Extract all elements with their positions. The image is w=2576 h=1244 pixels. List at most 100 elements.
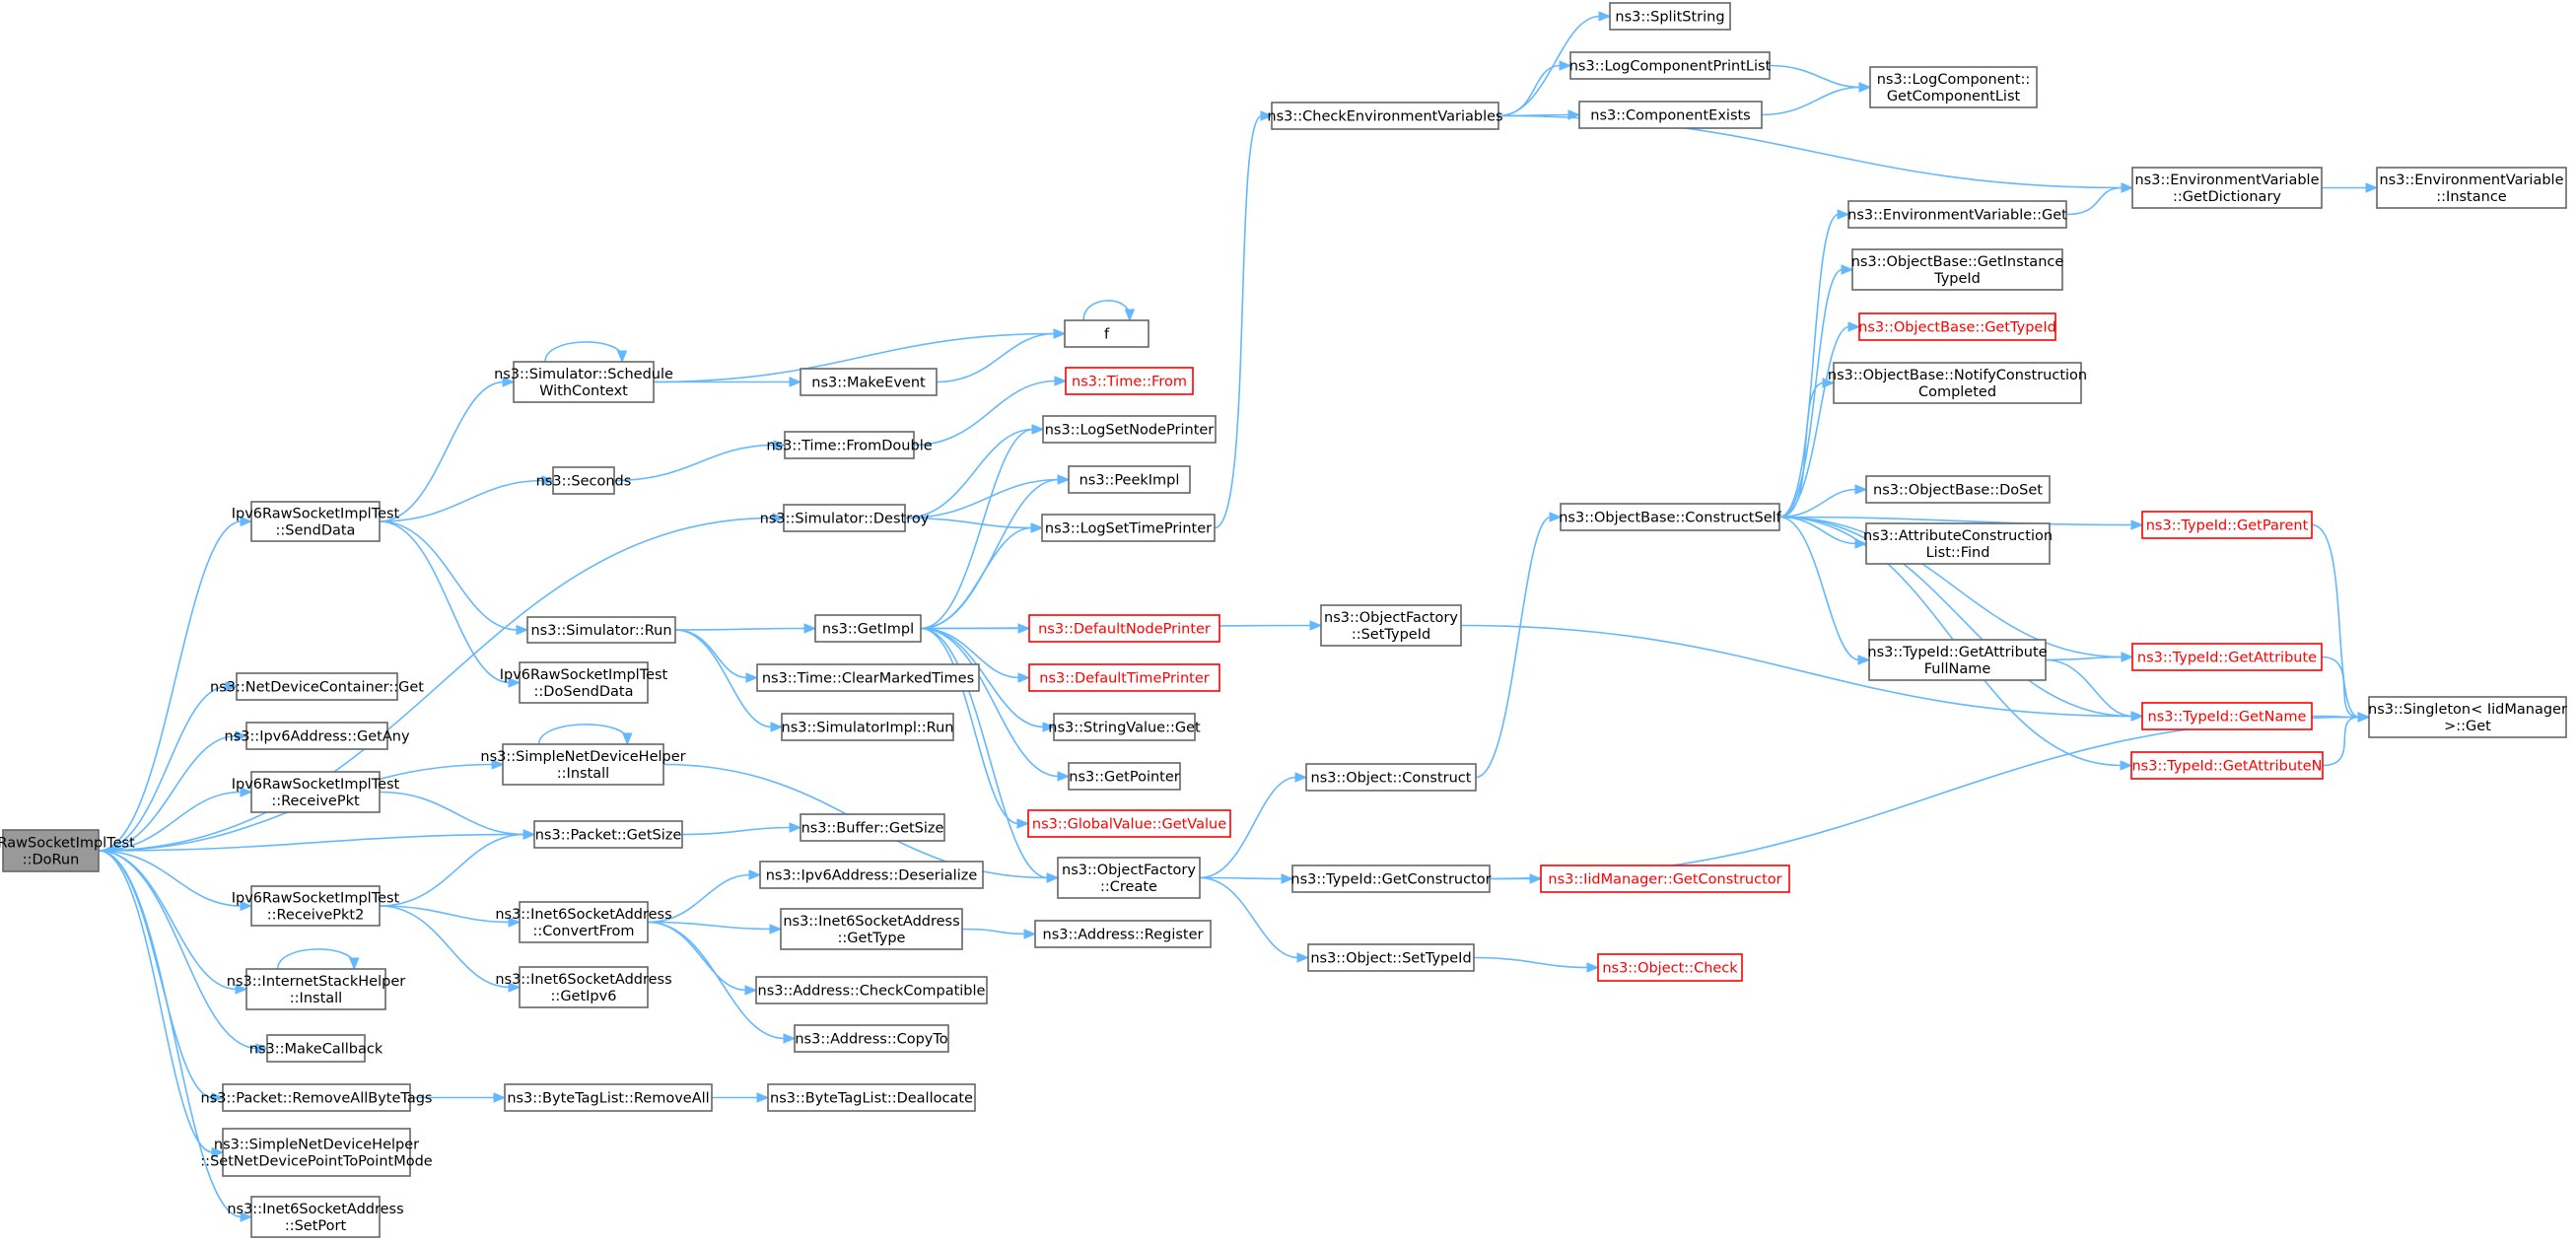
- node-box: [1291, 864, 1491, 893]
- graph-node-splitString[interactable]: ns3::SplitString: [1609, 2, 1731, 31]
- graph-node-getImpl[interactable]: ns3::GetImpl: [814, 614, 922, 643]
- graph-node-ipv6GetAny[interactable]: ns3::Ipv6Address::GetAny: [224, 722, 410, 750]
- graph-node-stringValueGet[interactable]: ns3::StringValue::Get: [1048, 713, 1201, 741]
- edges-layer: [98, 11, 2379, 1222]
- graph-node-root[interactable]: Ipv6RawSocketImplTest::DoRun: [0, 829, 135, 872]
- graph-node-defaultNodePrinter[interactable]: ns3::DefaultNodePrinter: [1028, 614, 1220, 643]
- graph-node-sendData[interactable]: Ipv6RawSocketImplTest::SendData: [232, 501, 400, 542]
- graph-node-receivePkt2[interactable]: Ipv6RawSocketImplTest::ReceivePkt2: [232, 885, 400, 927]
- graph-node-checkEnvVars[interactable]: ns3::CheckEnvironmentVariables: [1267, 102, 1503, 130]
- graph-node-notifyConstruction[interactable]: ns3::ObjectBase::NotifyConstructionCompl…: [1828, 362, 2087, 404]
- graph-node-peekImpl[interactable]: ns3::PeekImpl: [1068, 465, 1191, 494]
- graph-node-constructSelf[interactable]: ns3::ObjectBase::ConstructSelf: [1559, 503, 1782, 531]
- graph-node-simImplRun[interactable]: ns3::SimulatorImpl::Run: [781, 713, 954, 741]
- graph-node-convertFrom[interactable]: ns3::Inet6SocketAddress::ConvertFrom: [495, 901, 672, 943]
- edge-arrowhead: [211, 1092, 225, 1103]
- graph-node-checkCompatible[interactable]: ns3::Address::CheckCompatible: [755, 976, 988, 1004]
- node-box: [1847, 200, 2067, 229]
- graph-node-getPointer[interactable]: ns3::GetPointer: [1068, 762, 1181, 791]
- graph-node-objectCheck[interactable]: ns3::Object::Check: [1597, 953, 1743, 982]
- graph-node-simDestroy[interactable]: ns3::Simulator::Destroy: [760, 504, 930, 532]
- node-label: ns3::Address::CheckCompatible: [758, 984, 986, 1000]
- graph-node-defaultTimePrinter[interactable]: ns3::DefaultTimePrinter: [1028, 663, 1220, 692]
- graph-node-inet6GetType[interactable]: ns3::Inet6SocketAddress::GetType: [780, 908, 963, 950]
- graph-node-objBaseGetTypeId[interactable]: ns3::ObjectBase::GetTypeId: [1858, 312, 2056, 341]
- graph-node-objFactoryCreate[interactable]: ns3::ObjectFactory::Create: [1057, 857, 1201, 899]
- node-box: [1320, 604, 1462, 647]
- call-edge: [647, 873, 751, 924]
- graph-node-removeAllByteTags[interactable]: ns3::Packet::RemoveAllByteTags: [200, 1083, 433, 1112]
- graph-node-envVarGetDictionary[interactable]: ns3::EnvironmentVariable::GetDictionary: [2131, 167, 2323, 209]
- graph-node-iidGetConstructor[interactable]: ns3::IidManager::GetConstructor: [1540, 864, 1790, 893]
- node-box: [533, 820, 683, 849]
- graph-node-objectConstruct[interactable]: ns3::Object::Construct: [1305, 763, 1477, 792]
- node-label: ns3::SimulatorImpl::Run: [782, 721, 954, 736]
- graph-node-copyTo[interactable]: ns3::Address::CopyTo: [794, 1024, 949, 1053]
- node-label: Ipv6RawSocketImplTest: [232, 507, 400, 522]
- call-edge: [1497, 64, 1562, 117]
- graph-node-makeCallback[interactable]: ns3::MakeCallback: [249, 1034, 383, 1063]
- graph-node-typeIdGetAttribute[interactable]: ns3::TypeId::GetAttribute: [2131, 643, 2323, 671]
- graph-node-globalValueGet[interactable]: ns3::GlobalValue::GetValue: [1027, 809, 1231, 838]
- node-label: ns3::Address::CopyTo: [795, 1032, 947, 1048]
- call-edge: [920, 428, 1034, 630]
- graph-node-doSet[interactable]: ns3::ObjectBase::DoSet: [1865, 475, 2051, 504]
- graph-node-p2pMode[interactable]: ns3::SimpleNetDeviceHelper::SetNetDevice…: [200, 1128, 433, 1177]
- call-edge: [2311, 715, 2360, 719]
- graph-node-netDevGet[interactable]: ns3::NetDeviceContainer::Get: [210, 672, 424, 701]
- graph-node-byteTagRemoveAll[interactable]: ns3::ByteTagList::RemoveAll: [504, 1083, 713, 1112]
- node-box: [1042, 415, 1217, 444]
- graph-node-getIpv6[interactable]: ns3::Inet6SocketAddress::GetIpv6: [495, 966, 672, 1008]
- graph-node-bufferGetSize[interactable]: ns3::Buffer::GetSize: [800, 813, 945, 842]
- graph-node-packetGetSize[interactable]: ns3::Packet::GetSize: [533, 820, 683, 849]
- graph-node-ipv6Deserialize[interactable]: ns3::Ipv6Address::Deserialize: [759, 861, 984, 889]
- graph-node-typeIdGetConstructor[interactable]: ns3::TypeId::GetConstructor: [1290, 864, 1492, 893]
- graph-node-f[interactable]: f: [1064, 319, 1149, 348]
- graph-node-logSetTimePrinter[interactable]: ns3::LogSetTimePrinter: [1041, 514, 1216, 542]
- node-box: [245, 722, 388, 750]
- node-label: ns3::MakeEvent: [811, 376, 926, 391]
- graph-node-typeIdGetParent[interactable]: ns3::TypeId::GetParent: [2141, 511, 2313, 539]
- graph-node-simRun[interactable]: ns3::Simulator::Run: [526, 616, 676, 644]
- edge-arrowhead: [493, 1092, 507, 1103]
- call-edge: [613, 444, 776, 482]
- graph-node-logComponentPrintList[interactable]: ns3::LogComponentPrintList: [1569, 51, 1772, 80]
- graph-node-inetStackInstall[interactable]: ns3::InternetStackHelper::Install: [227, 968, 405, 1010]
- graph-node-fromDouble[interactable]: ns3::Time::FromDouble: [766, 431, 933, 459]
- graph-node-objFactorySetTypeId[interactable]: ns3::ObjectFactory::SetTypeId: [1320, 604, 1462, 647]
- graph-node-simpleInstall[interactable]: ns3::SimpleNetDeviceHelper::Install: [480, 743, 686, 786]
- node-label: ns3::Packet::GetSize: [535, 828, 682, 844]
- graph-node-typeIdGetAttributeN[interactable]: ns3::TypeId::GetAttributeN: [2130, 751, 2324, 780]
- graph-node-deallocate[interactable]: ns3::ByteTagList::Deallocate: [767, 1083, 976, 1112]
- graph-node-envVarInstance[interactable]: ns3::EnvironmentVariable::Instance: [2376, 167, 2567, 209]
- node-box: [1065, 367, 1194, 395]
- graph-node-clearMarked[interactable]: ns3::Time::ClearMarkedTimes: [756, 663, 980, 692]
- graph-node-singletonGet[interactable]: ns3::Singleton< IidManager>::Get: [2368, 696, 2567, 738]
- node-label: ns3::TypeId::GetAttribute: [2137, 651, 2317, 666]
- edge-arrowhead: [2357, 712, 2371, 723]
- edge-arrowhead: [770, 722, 784, 732]
- node-label: ns3::Object::Construct: [1311, 771, 1472, 787]
- graph-node-seconds[interactable]: ns3::Seconds: [536, 466, 632, 495]
- graph-node-componentExists[interactable]: ns3::ComponentExists: [1578, 101, 1763, 129]
- graph-node-objectSetTypeId[interactable]: ns3::Object::SetTypeId: [1307, 943, 1475, 972]
- graph-node-setPort[interactable]: ns3::Inet6SocketAddress::SetPort: [227, 1196, 404, 1238]
- edge-arrowhead: [1296, 952, 1310, 963]
- graph-node-logSetNodePrinter[interactable]: ns3::LogSetNodePrinter: [1042, 415, 1217, 444]
- graph-node-envVarGet[interactable]: ns3::EnvironmentVariable::Get: [1847, 200, 2067, 229]
- graph-node-timeFrom[interactable]: ns3::Time::From: [1065, 367, 1194, 395]
- node-label: f: [1104, 327, 1110, 343]
- graph-node-doSendData[interactable]: Ipv6RawSocketImplTest::DoSendData: [500, 661, 668, 704]
- graph-node-makeEvent[interactable]: ns3::MakeEvent: [800, 368, 938, 396]
- graph-node-addressRegister[interactable]: ns3::Address::Register: [1034, 920, 1212, 948]
- edge-arrowhead: [769, 924, 783, 934]
- graph-node-getComponentList[interactable]: ns3::LogComponent::GetComponentList: [1869, 66, 2038, 108]
- graph-node-receivePkt[interactable]: Ipv6RawSocketImplTest::ReceivePkt: [232, 771, 400, 813]
- edge-arrowhead: [349, 957, 360, 971]
- graph-node-typeIdGetName[interactable]: ns3::TypeId::GetName: [2141, 702, 2313, 730]
- call-edge: [98, 833, 525, 852]
